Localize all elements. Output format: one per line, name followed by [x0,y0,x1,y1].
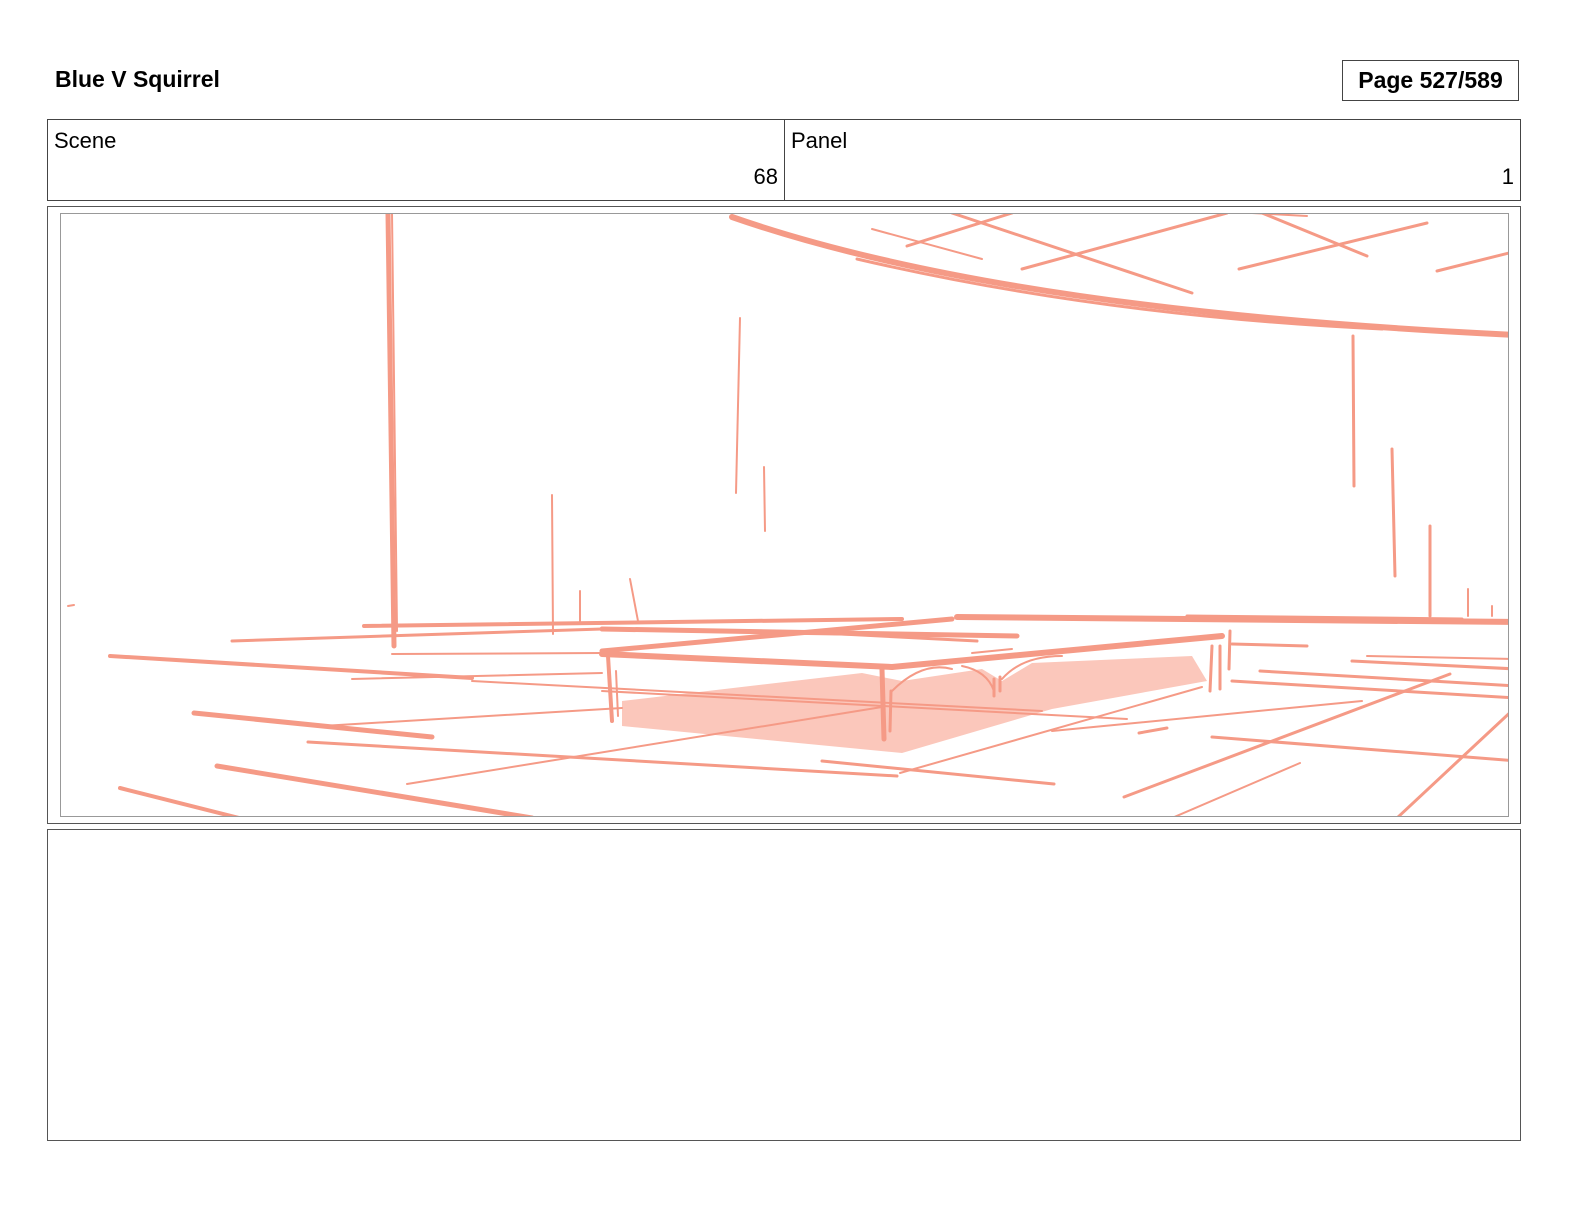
ceiling-line [905,214,1014,248]
ceiling-curve [729,214,1508,338]
platform-edge [599,651,895,670]
floor-line [1230,642,1309,648]
floor-line [230,627,604,643]
floor-line [601,690,1128,720]
floor-line [1174,762,1301,816]
platform-arch [1001,655,1063,680]
floor-line [1185,614,1464,621]
floor-line [471,680,1043,712]
floor-line [306,740,899,778]
scene-cell: Scene 68 [48,120,785,200]
project-title: Blue V Squirrel [55,66,220,92]
floor-line [108,654,474,680]
ceiling-line [950,214,1194,295]
ceiling-line [1435,251,1508,273]
floor-line [1137,726,1169,735]
floor-line [1230,679,1508,699]
platform-arch [961,665,995,692]
platform-leg [1208,644,1214,693]
wall-post [391,214,398,632]
ceiling-line [871,228,983,260]
floor-line [1366,655,1508,660]
ceiling-line [1020,214,1229,271]
platform-edge [971,648,1013,654]
floor-line [899,686,1203,774]
scene-label: Scene [54,128,117,153]
wall-post [551,494,554,635]
platform-arch [891,666,953,692]
ceiling-line [1260,214,1369,258]
wall-post [763,466,766,532]
floor-line [1122,672,1452,799]
scene-number: 68 [753,164,778,189]
floor-line [214,763,534,816]
wall-post [1390,447,1397,578]
floor-line [191,710,435,740]
storyboard-image-area [60,213,1509,817]
floor-line [1396,712,1508,816]
floor-line [118,786,240,816]
platform-leg [879,666,887,742]
panel-notes-box [47,829,1521,1141]
wall-post [385,214,397,649]
wall-post [1351,334,1356,488]
storyboard-frame [47,206,1521,824]
floor-line [1051,700,1363,732]
floor-line [954,614,1508,625]
wall-post [629,578,639,622]
page-indicator: Page 527/589 [1342,60,1519,101]
wall-post [735,317,741,494]
ceiling-line [1237,221,1429,271]
floor-line [362,617,904,628]
floor-line [820,631,979,643]
platform-edge [599,616,955,654]
scene-panel-info: Scene 68 Panel 1 [47,119,1521,201]
platform-edge [889,633,1225,670]
storyboard-sketch [67,214,1508,816]
platform-leg [888,689,893,733]
floor-line [391,652,603,655]
floor-line [1210,735,1508,762]
platform-leg [1227,629,1232,671]
ceiling-line [1251,214,1308,217]
floor-line [1350,659,1508,671]
floor-line [1258,669,1508,687]
panel-label: Panel [791,128,848,153]
floor-line [351,672,603,680]
panel-cell: Panel 1 [785,120,1520,200]
floor-line [820,759,1056,786]
floor-line [406,706,883,785]
ceiling-curve-2 [855,257,1384,331]
floor-line [67,604,75,607]
floor-line [321,707,623,727]
panel-number: 1 [1501,164,1514,189]
